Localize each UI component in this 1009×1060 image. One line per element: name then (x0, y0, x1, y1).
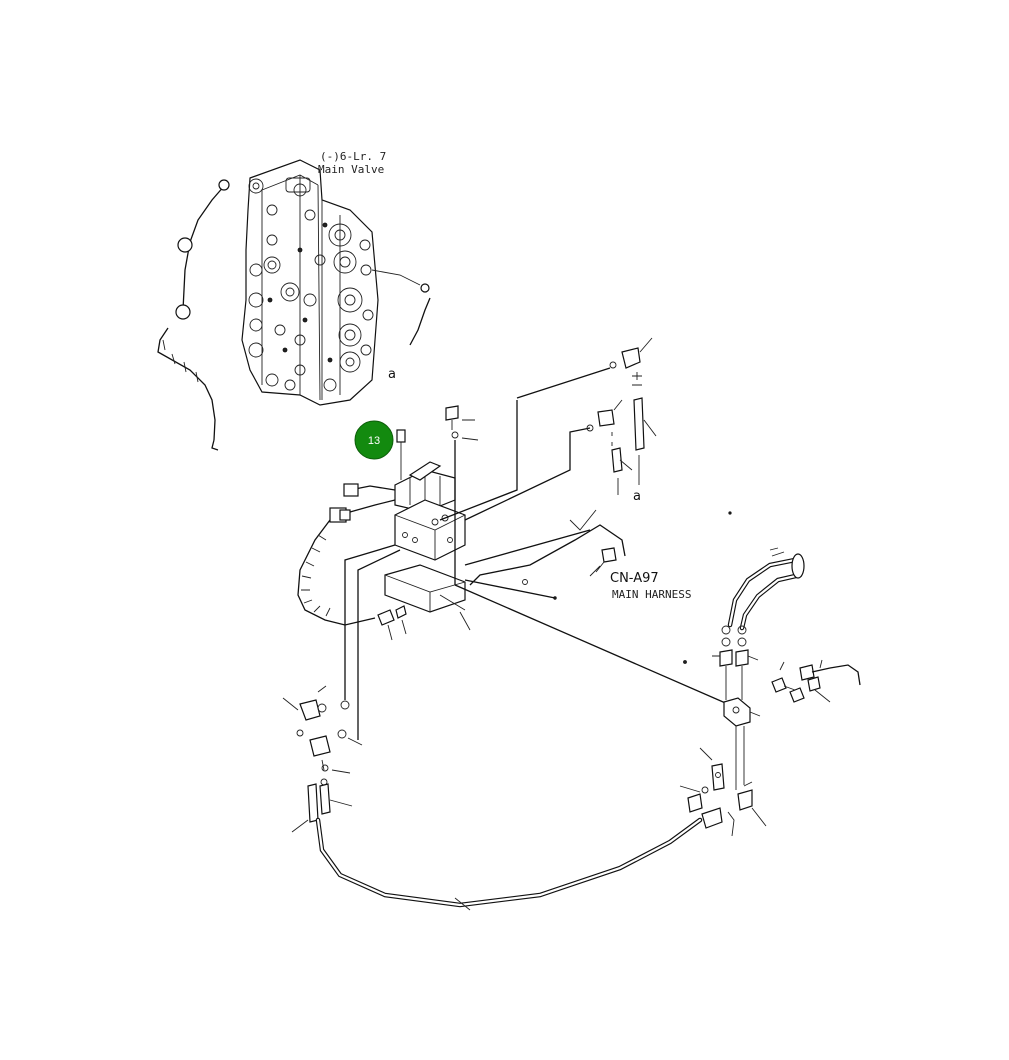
diagram-marks (553, 511, 732, 664)
callout-marker (354, 420, 394, 460)
main-valve-assembly: a (-)6-Lr. 7 Main Valve (157, 150, 431, 451)
callout-number: 13 (368, 435, 380, 447)
harness-connector-label: CN-A97 (610, 571, 659, 586)
ref-label-a-top: a (388, 367, 396, 382)
right-fittings-group (712, 547, 861, 790)
solenoid-valve-block: a CN-A97 MAIN HARNESS (297, 337, 731, 740)
lower-hose (315, 817, 703, 911)
main-valve-ref-label: (-)6-Lr. 7 (320, 150, 386, 163)
main-valve-label: Main Valve (318, 163, 384, 176)
main-harness-label: MAIN HARNESS (612, 588, 691, 601)
ref-label-a-right: a (633, 489, 641, 504)
lower-left-fittings (282, 685, 363, 833)
part-callout-13[interactable]: 13 (354, 420, 394, 460)
lower-right-fittings (679, 747, 767, 837)
